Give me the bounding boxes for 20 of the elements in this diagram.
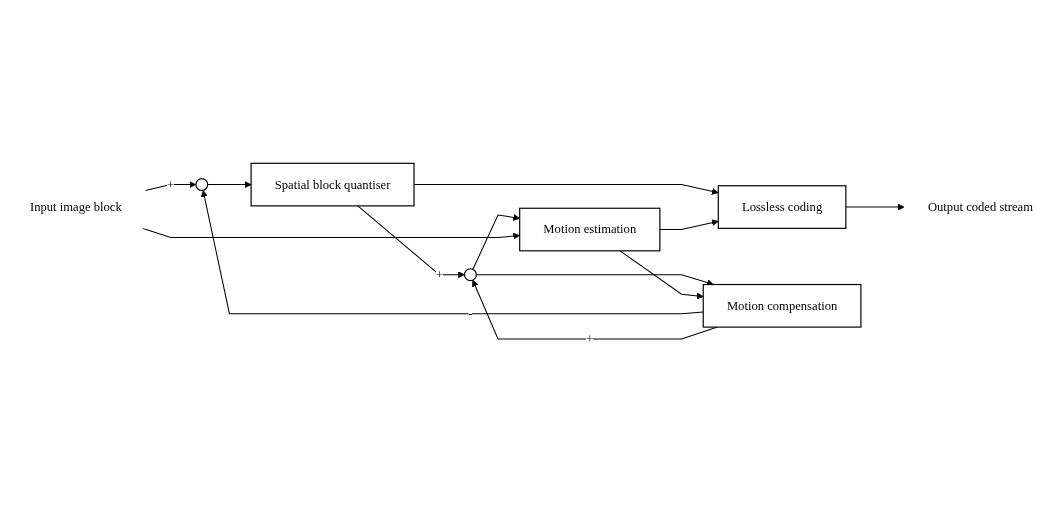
node-text: Input image block <box>29 200 122 214</box>
edge-label: - <box>468 306 473 321</box>
node-circle <box>195 178 209 192</box>
arrow <box>659 219 719 231</box>
arrow <box>472 214 520 270</box>
node-box: Motion estimation <box>519 207 661 252</box>
arrow <box>207 181 252 189</box>
node-text: Output coded stream <box>927 200 1034 214</box>
arrow <box>619 250 704 300</box>
arrow <box>845 203 905 211</box>
arrow <box>200 190 704 315</box>
node-box: Lossless coding <box>717 185 847 230</box>
arrow <box>357 205 465 279</box>
arrow <box>141 228 520 240</box>
node-box: Motion compensation <box>702 284 862 328</box>
edge-label: + <box>167 177 175 192</box>
edge-label: + <box>435 267 443 282</box>
edge-label: + <box>586 331 594 346</box>
node-circle <box>463 268 477 282</box>
node-box: Spatial block quantiser <box>250 162 415 207</box>
